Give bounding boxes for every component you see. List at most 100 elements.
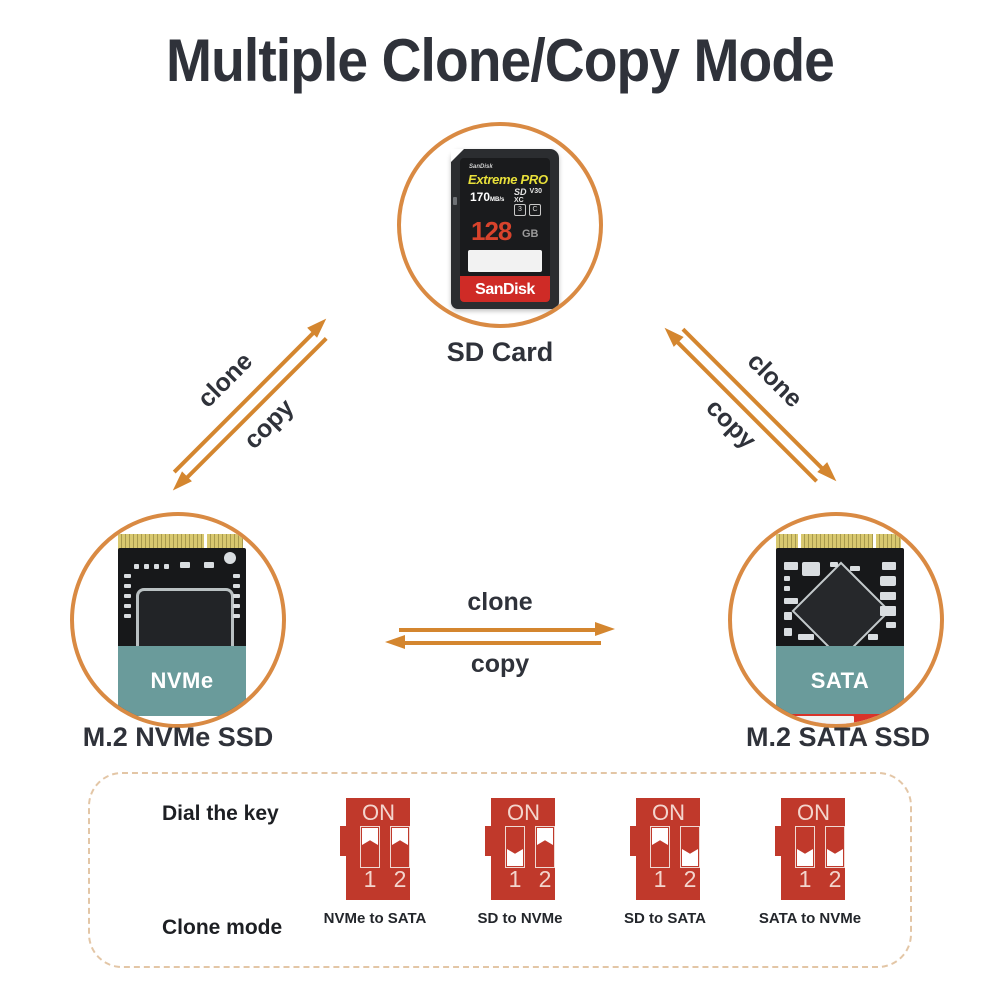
arrow-label-clone-right: clone [741,347,808,414]
dip-slot-1[interactable] [505,826,525,868]
dip-number-2: 2 [683,866,697,892]
device-label-sata-ssd: M.2 SATA SSD [745,722,931,752]
dip-number-1: 1 [653,866,667,892]
sata-type-band: SATA [776,646,904,716]
sd-card-face: SanDisk Extreme PRO 170MB/s SD XC V30 3 … [460,158,550,302]
device-circle-sata-ssd: SATA [728,512,944,728]
dip-switch-icon[interactable]: ON 1 2 [775,798,845,900]
dip-slot-group [795,826,845,868]
arrow-pair-nvme-sd: clone copy [152,307,353,508]
m2-connector-pins-icon [118,534,246,550]
dip-switch-caption: SATA to NVMe [758,910,862,927]
arrow-pair-nvme-sata: clone copy [385,588,615,678]
dip-slot-group [650,826,700,868]
sata-ssd-artwork: SATA [776,534,904,724]
dip-lever-2-down[interactable] [682,849,698,866]
dip-switch-option-sata-to-nvme[interactable]: ON 1 2 SATA to NVMe [735,798,885,927]
dip-on-label: ON [797,800,830,825]
dip-number-group: 1 2 [505,868,555,891]
sd-card-badge-group: 3 C [514,204,541,216]
m2-connector-pins-icon [776,534,904,550]
dip-slot-group [360,826,410,868]
page-title: Multiple Clone/Copy Mode [166,27,835,94]
dip-body: ON 1 2 [491,798,555,900]
sd-card-white-strip [468,250,542,272]
dip-slot-2[interactable] [390,826,410,868]
sd-card-brand-band: SanDisk [460,276,550,302]
dip-slot-1[interactable] [795,826,815,868]
sata-pcb: SATA [776,548,904,716]
dip-on-label: ON [362,800,395,825]
dip-switch-icon[interactable]: ON 1 2 [485,798,555,900]
dip-switch-icon[interactable]: ON 1 2 [340,798,410,900]
dial-the-key-label: Dial the key [162,802,279,825]
clone-mode-label: Clone mode [162,916,283,939]
dip-number-group: 1 2 [650,868,700,891]
dip-slot-2[interactable] [535,826,555,868]
dip-lever-2-down[interactable] [827,849,843,866]
dip-number-group: 1 2 [795,868,845,891]
dip-slot-1[interactable] [650,826,670,868]
sd-card-speed: 170MB/s [470,190,504,204]
dip-slot-2[interactable] [680,826,700,868]
sd-card-artwork: SanDisk Extreme PRO 170MB/s SD XC V30 3 … [451,149,559,309]
dip-lever-1-up[interactable] [362,828,378,845]
sd-card-logo-group: SD XC V30 [514,187,542,205]
device-circle-nvme-ssd: NVMe [70,512,286,728]
sd-card-capacity: 128 [471,216,512,246]
nvme-type-band: NVMe [118,646,246,716]
arrow-copy-sata-to-nvme [385,635,615,649]
dial-key-panel: Dial the key Clone mode ON 1 2 NVMe to [88,772,912,968]
dip-number-2: 2 [828,866,842,892]
u3-badge-icon: 3 [514,204,526,216]
dip-number-group: 1 2 [360,868,410,891]
sd-card-series-label: Extreme PRO [468,172,548,187]
nvme-pcb: NVMe [118,548,246,716]
dip-slot-group [505,826,555,868]
dip-number-2: 2 [393,866,407,892]
dip-tab [485,826,495,856]
sd-card-lock-switch-icon [453,197,457,205]
sdxc-logo-icon: SD XC [514,187,527,205]
arrow-label-clone-horizontal: clone [467,588,533,616]
arrow-label-clone-left: clone [192,347,259,414]
dip-body: ON 1 2 [346,798,410,900]
sd-card-speed-value: 170 [470,190,491,204]
dip-switch-option-sd-to-sata[interactable]: ON 1 2 SD to SATA [590,798,740,927]
dip-lever-2-up[interactable] [392,828,408,845]
sd-card-brand-small: SanDisk [469,164,493,170]
sata-edge-connector [784,714,896,724]
dip-lever-1-down[interactable] [797,849,813,866]
dip-body: ON 1 2 [781,798,845,900]
arrow-label-copy-horizontal: copy [470,650,530,678]
dip-lever-1-down[interactable] [507,849,523,866]
dip-number-1: 1 [508,866,522,892]
sd-card-speed-unit: MB/s [490,197,505,203]
class10-badge-icon: C [529,204,541,216]
dip-body: ON 1 2 [636,798,700,900]
dip-number-2: 2 [538,866,552,892]
dip-switch-option-sd-to-nvme[interactable]: ON 1 2 SD to NVMe [445,798,595,927]
device-label-sd-card: SD Card [446,337,554,367]
device-circle-sd-card: SanDisk Extreme PRO 170MB/s SD XC V30 3 … [397,122,603,328]
dip-slot-2[interactable] [825,826,845,868]
nvme-ssd-artwork: NVMe [118,534,246,716]
dip-slot-1[interactable] [360,826,380,868]
dip-number-1: 1 [798,866,812,892]
arrow-clone-nvme-to-sata [385,622,615,636]
dip-lever-2-up[interactable] [537,828,553,845]
dip-on-label: ON [507,800,540,825]
dip-lever-1-up[interactable] [652,828,668,845]
arrow-label-copy-right: copy [700,393,762,455]
dip-switch-caption: NVMe to SATA [323,910,427,927]
dip-tab [340,826,350,856]
dip-switch-caption: SD to NVMe [477,910,563,927]
dip-switch-option-nvme-to-sata[interactable]: ON 1 2 NVMe to SATA [300,798,450,927]
sata-band-text: SATA [810,668,870,693]
v30-logo-icon: V30 [529,188,542,195]
dip-switch-caption: SD to SATA [624,910,706,927]
arrow-pair-sd-sata: clone copy [648,307,849,508]
dip-switch-icon[interactable]: ON 1 2 [630,798,700,900]
device-label-nvme-ssd: M.2 NVMe SSD [82,722,274,752]
